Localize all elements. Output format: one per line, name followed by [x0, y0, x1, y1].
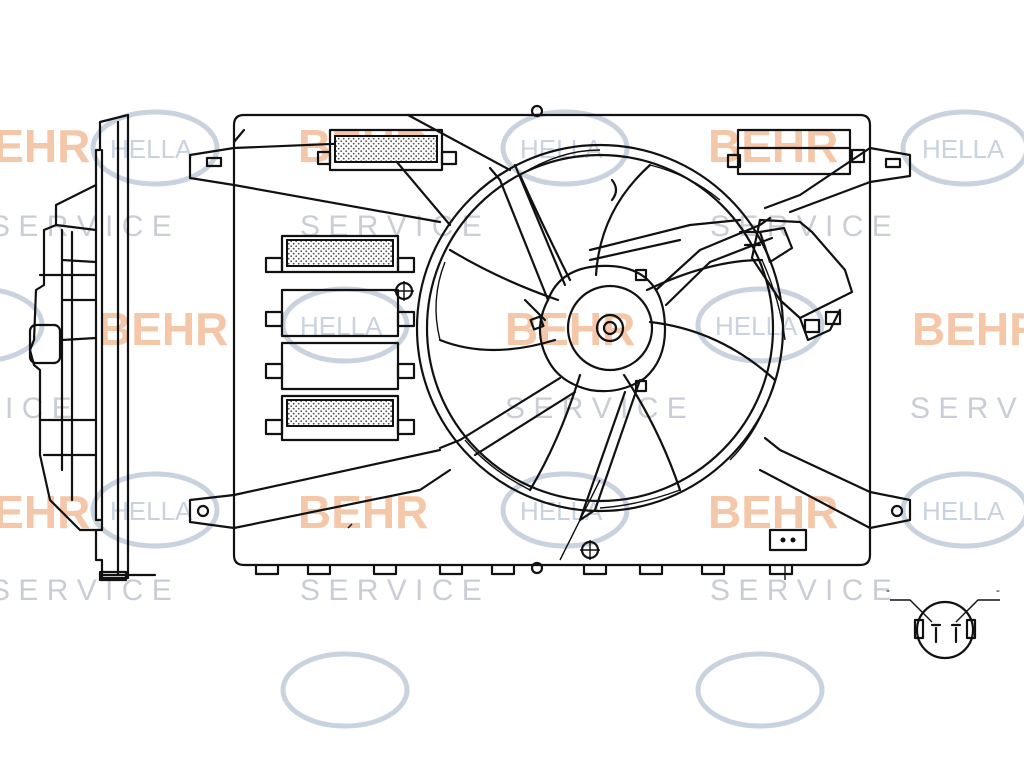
service-watermark-text: S E R V I C E: [710, 574, 892, 607]
connector-pin-diagram: - -: [886, 583, 1000, 660]
hella-watermark-text: HELLA: [922, 134, 1005, 164]
fan-blades: [435, 149, 786, 509]
motor-spokes: [438, 163, 774, 522]
motor-hub: [538, 264, 667, 393]
service-watermark-text: S E R V I C E: [300, 574, 482, 607]
behr-watermark-text: BEHR: [708, 120, 838, 172]
screw-mark: [394, 281, 414, 301]
hella-watermark-text: HELLA: [110, 134, 193, 164]
service-watermark-text: S E R V I C E: [0, 210, 172, 243]
service-watermark-text: S E R V I C E: [0, 574, 172, 607]
hella-watermark-text: HELLA: [715, 311, 798, 341]
mount-ear-bottom-left: [188, 493, 236, 530]
behr-watermark-text: BEHR: [912, 303, 1024, 355]
hella-logo-row-3: HELLA HELLA HELLA: [90, 471, 1024, 549]
watermark-layer: HELLA HELLA HELLA HELLA HELLA HELLA HELL…: [0, 109, 1024, 729]
behr-watermark-text: BEHR: [0, 120, 90, 172]
resistor-module: [738, 218, 854, 342]
behr-watermark-text: BEHR: [298, 486, 428, 538]
service-watermark-text: S E R V I C E: [910, 392, 1024, 425]
connector-block-top: [316, 128, 458, 172]
screw-mark-bottom: [559, 479, 601, 561]
connector-block-4: [264, 394, 416, 442]
service-watermark-text: S E R V I C E: [300, 210, 482, 243]
behr-watermark-text: BEHR: [98, 303, 228, 355]
connector-blocks-left: [264, 234, 416, 442]
mount-ear-top-left: [188, 146, 236, 187]
behr-watermark-text: BEHR: [0, 486, 90, 538]
pin-label-left: -: [886, 583, 890, 597]
hella-watermark-text: HELLA: [110, 496, 193, 526]
pin-label-right: -: [996, 583, 1000, 597]
hella-logo-row-4: [280, 651, 825, 729]
connector-block-1: [264, 234, 416, 274]
connector-block-3: [264, 341, 416, 391]
service-watermark-text: S E R V I C E: [505, 392, 687, 425]
side-view: [28, 113, 157, 582]
fan-shroud: [188, 104, 912, 580]
connector-block-top-right: [726, 128, 866, 176]
mount-ear-top-right: [868, 146, 912, 184]
bottom-tabs: [254, 563, 794, 580]
mount-ear-bottom-right: [868, 490, 912, 530]
connector-block-2: [264, 288, 416, 338]
hella-watermark-text: HELLA: [922, 496, 1005, 526]
label-plate: [768, 528, 808, 552]
service-watermark-text: S E R V I C E: [710, 210, 892, 243]
